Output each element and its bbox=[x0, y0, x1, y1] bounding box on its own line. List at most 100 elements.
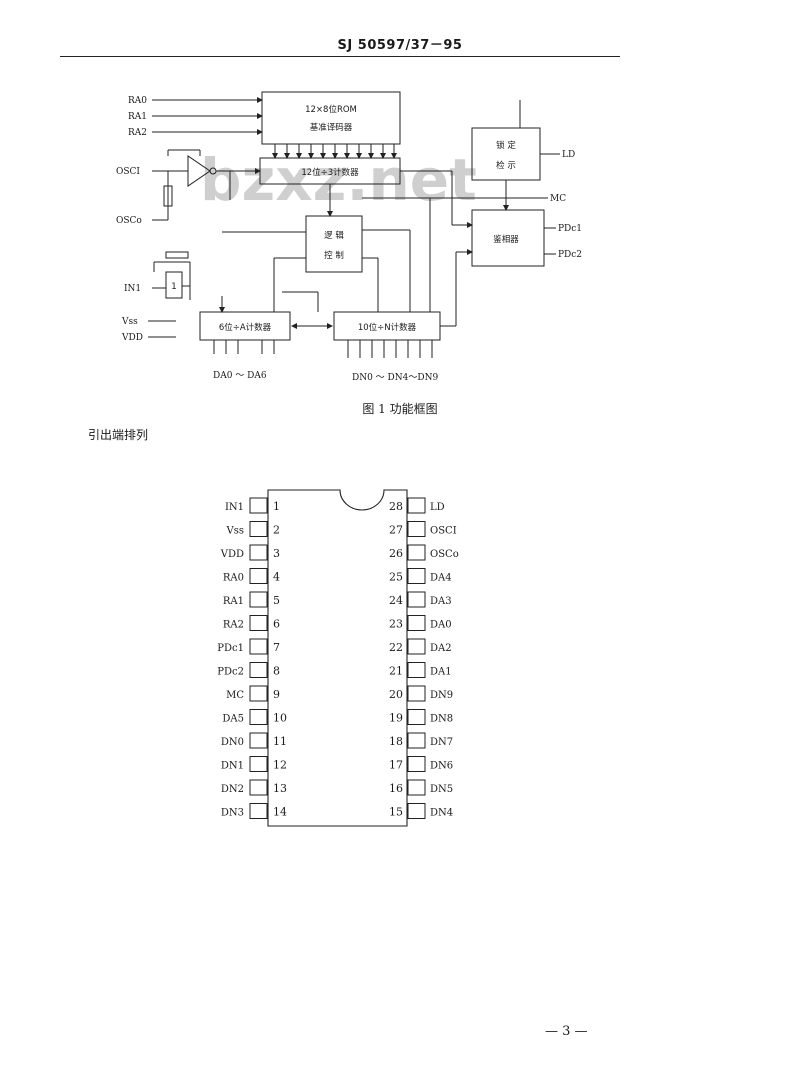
pin-number-right: 28 bbox=[389, 500, 403, 513]
pin-number-right: 18 bbox=[389, 735, 403, 748]
pin-pad-right bbox=[407, 709, 426, 725]
counter-a-block bbox=[199, 311, 291, 341]
pin-pad-right bbox=[407, 662, 426, 678]
pin-label-left: RA2 bbox=[223, 620, 244, 631]
osco-label: OSCo bbox=[116, 216, 142, 226]
pin-label-right: DN6 bbox=[430, 761, 453, 772]
pin-number-right: 26 bbox=[389, 547, 403, 560]
logic-label-2: 控 制 bbox=[324, 250, 344, 261]
pin-number-right: 27 bbox=[389, 524, 403, 537]
pin-label-left: DN3 bbox=[221, 808, 244, 819]
pin-pad-left bbox=[249, 544, 268, 561]
lock-label-1: 锁 定 bbox=[496, 140, 516, 151]
pin-pad-left bbox=[249, 732, 268, 749]
counter12-label: 12位÷3计数器 bbox=[301, 167, 359, 178]
pin-label-left: RA0 bbox=[223, 573, 244, 584]
bus-n-label: DN0 ～ DN4～DN9 bbox=[352, 373, 438, 383]
pin-arrangement-heading: 引出端排列 bbox=[88, 428, 149, 442]
functional-block-diagram: bzxz.net bbox=[116, 91, 582, 383]
pin-pad-right bbox=[407, 756, 426, 772]
pin-pad-left bbox=[249, 685, 268, 702]
pin-pad-left bbox=[249, 662, 268, 678]
pin-label-left: PDc1 bbox=[217, 643, 244, 654]
lock-detect-block bbox=[471, 127, 541, 181]
pin-pad-left bbox=[249, 779, 268, 796]
pin-number-left: 5 bbox=[273, 594, 280, 607]
buffer-label: 1 bbox=[171, 282, 176, 292]
vss-label: Vss bbox=[121, 317, 138, 327]
pin-number-right: 21 bbox=[389, 665, 403, 678]
pin-number-left: 4 bbox=[273, 571, 280, 584]
pin-label-left: DN0 bbox=[221, 737, 244, 748]
document-code-header: SJ 50597/37－95 bbox=[337, 38, 463, 53]
pin-number-right: 19 bbox=[389, 712, 403, 725]
phase-det-label: 鉴相器 bbox=[493, 234, 519, 245]
pin-pad-right bbox=[407, 803, 426, 819]
pin-number-left: 8 bbox=[273, 665, 280, 678]
osci-label: OSCI bbox=[116, 167, 140, 177]
pin-pad-left bbox=[249, 709, 268, 725]
pin-label-right: LD bbox=[430, 502, 445, 513]
vdd-label: VDD bbox=[121, 333, 143, 343]
pin-number-left: 14 bbox=[273, 806, 287, 819]
pin-pad-left bbox=[249, 497, 268, 514]
pin-pad-left bbox=[249, 521, 268, 537]
watermark: bzxz.net bbox=[200, 146, 477, 214]
pin-pad-left bbox=[249, 803, 268, 819]
pin-label-right: DN9 bbox=[430, 690, 453, 701]
pin-label-right: DN7 bbox=[430, 737, 453, 748]
rom-label-2: 基准译码器 bbox=[310, 122, 353, 133]
pin-label-left: VDD bbox=[220, 549, 244, 560]
pin-label-right: DA4 bbox=[430, 573, 452, 584]
pin-label-right: OSCI bbox=[430, 526, 457, 537]
pin-number-left: 3 bbox=[273, 547, 280, 560]
pin-pad-left bbox=[249, 568, 268, 584]
pin-number-right: 17 bbox=[389, 759, 403, 772]
rom-label-1: 12×8位ROM bbox=[305, 104, 357, 115]
pin-pad-left bbox=[249, 756, 268, 772]
pin-pad-right bbox=[407, 591, 426, 608]
pin-label-right: DN5 bbox=[430, 784, 453, 795]
header-rule bbox=[60, 56, 620, 57]
ra0-label: RA0 bbox=[128, 96, 147, 106]
counter-n-label: 10位÷N计数器 bbox=[358, 322, 417, 333]
pin-pad-left bbox=[249, 638, 268, 655]
pin-number-right: 25 bbox=[389, 571, 403, 584]
pin-number-left: 13 bbox=[273, 782, 287, 795]
logic-control-block bbox=[305, 215, 363, 273]
pin-number-left: 11 bbox=[273, 735, 287, 748]
pin-label-left: DN2 bbox=[221, 784, 244, 795]
pin-number-left: 6 bbox=[273, 618, 280, 631]
pin-label-left: DN1 bbox=[221, 761, 244, 772]
pin-number-right: 15 bbox=[389, 806, 403, 819]
pin-pad-right bbox=[407, 568, 426, 584]
pin-number-right: 22 bbox=[389, 641, 403, 654]
bus-a-label: DA0 ～ DA6 bbox=[213, 371, 267, 381]
dip-package-body bbox=[267, 489, 408, 827]
pin-label-right: OSCo bbox=[430, 549, 459, 560]
pin-number-right: 16 bbox=[389, 782, 403, 795]
figure-caption: 图 1 功能框图 bbox=[362, 402, 438, 416]
pin-pad-right bbox=[407, 615, 426, 631]
pin-number-right: 20 bbox=[389, 688, 403, 701]
pdc2-label: PDc2 bbox=[558, 250, 582, 260]
pin-label-right: DA0 bbox=[430, 620, 452, 631]
pin-label-right: DN8 bbox=[430, 714, 453, 725]
pin-label-left: PDc2 bbox=[217, 667, 244, 678]
pin-number-left: 10 bbox=[273, 712, 287, 725]
ra1-label: RA1 bbox=[128, 112, 147, 122]
pin-pad-left bbox=[249, 591, 268, 608]
pin-pad-right bbox=[407, 732, 426, 749]
pin-label-left: DA5 bbox=[222, 714, 244, 725]
pin-number-right: 23 bbox=[389, 618, 403, 631]
pin-number-left: 12 bbox=[273, 759, 287, 772]
pdc1-label: PDc1 bbox=[558, 224, 582, 234]
pin-pad-left bbox=[249, 615, 268, 631]
pin-number-left: 7 bbox=[273, 641, 280, 654]
pin-label-right: DA3 bbox=[430, 596, 452, 607]
pin-pad-right bbox=[407, 779, 426, 796]
pin-label-left: MC bbox=[226, 690, 244, 701]
pin-pad-right bbox=[407, 521, 426, 537]
pin-number-left: 2 bbox=[273, 524, 280, 537]
lock-label-2: 检 示 bbox=[496, 160, 516, 171]
